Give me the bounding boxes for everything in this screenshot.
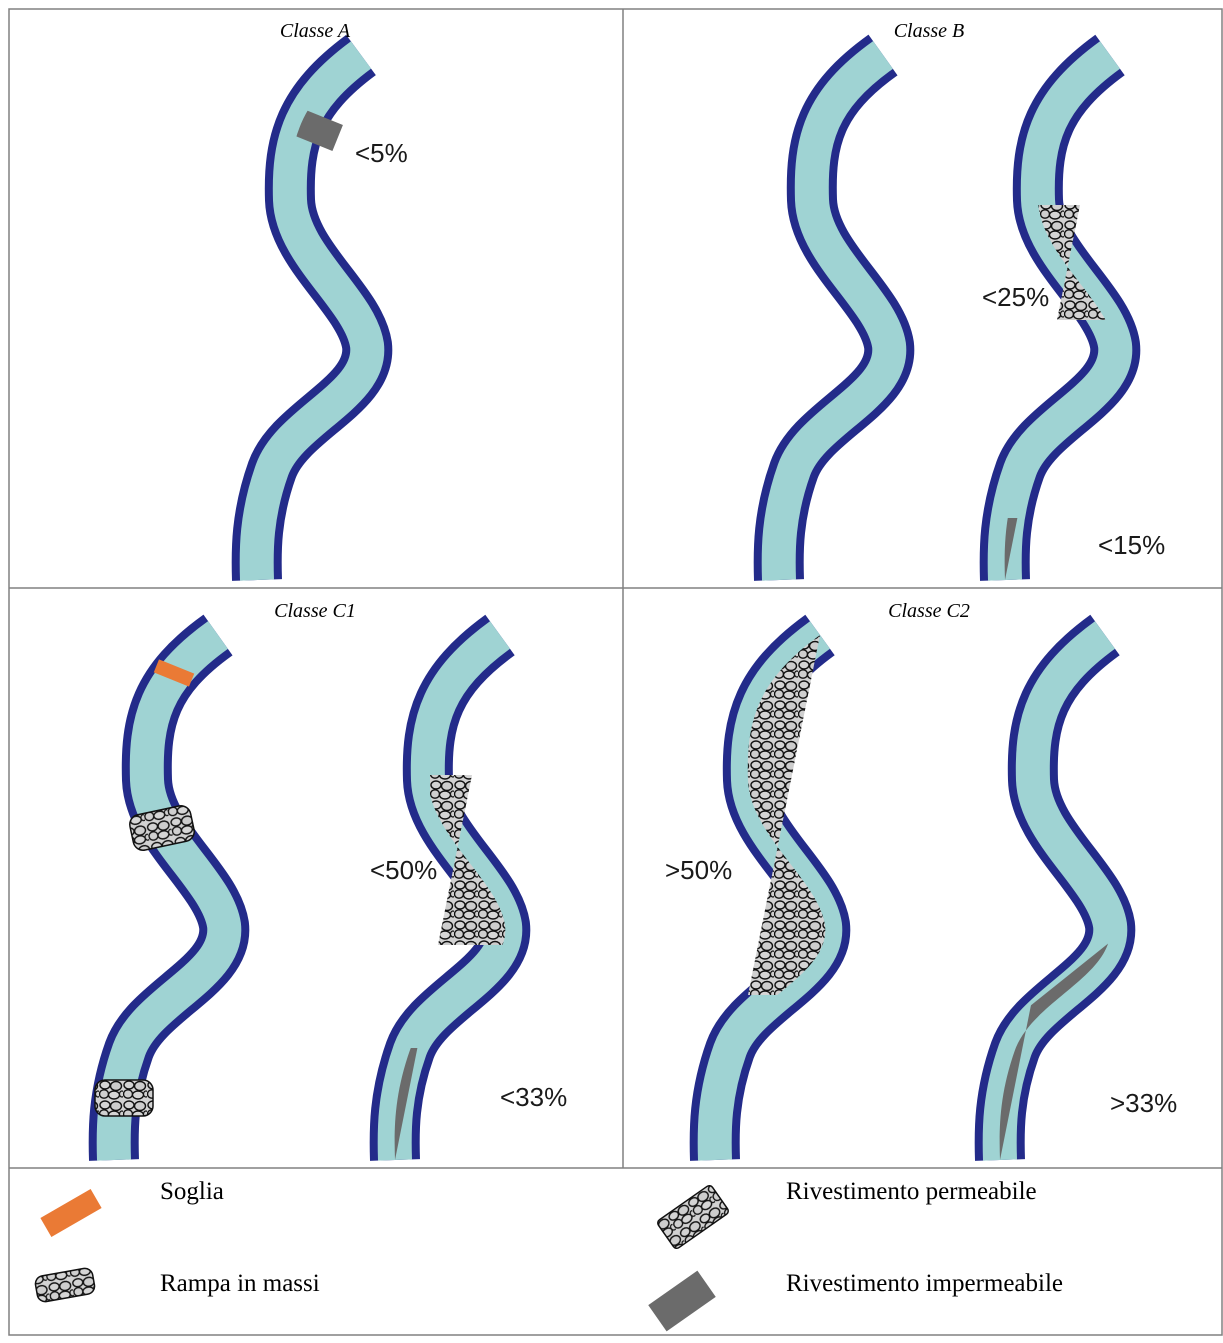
pct-label-a: <5% (355, 138, 408, 168)
river-channel (1000, 635, 1111, 1160)
panel-classe-c1-left-river (95, 635, 224, 1160)
legend-label-permeable: Rivestimento permeabile (786, 1178, 1037, 1205)
pct-label-b-impermeable: <15% (1098, 530, 1166, 560)
pct-label-c2-impermeable: >33% (1110, 1088, 1178, 1118)
pct-label-b-permeable: <25% (982, 282, 1050, 312)
pct-label-c1-permeable: <50% (370, 855, 438, 885)
panel-title-c1: Classe C1 (274, 600, 356, 622)
panel-classe-a (257, 55, 368, 580)
river-channel (779, 55, 890, 580)
legend-label-soglia: Soglia (160, 1178, 224, 1205)
panel-grid (8, 8, 1223, 1336)
panel-classe-c2-left-river (710, 635, 860, 1160)
legend-label-impermeable: Rivestimento impermeabile (786, 1270, 1064, 1297)
pct-label-c2-permeable: >50% (665, 855, 733, 885)
impermeable-lining-icon (648, 1270, 716, 1332)
panel-classe-c2-right-river (975, 635, 1115, 1170)
rampa-icon (34, 1267, 96, 1303)
soglia-icon (40, 1188, 102, 1238)
panel-classe-b-right-river (980, 55, 1140, 588)
pct-label-c1-impermeable: <33% (500, 1082, 568, 1112)
panel-title-c2: Classe C2 (888, 600, 970, 622)
legend-label-rampa: Rampa in massi (160, 1270, 320, 1297)
panel-classe-b (741, 55, 890, 580)
panel-title-a: Classe A (279, 20, 351, 42)
permeable-lining-icon (657, 1184, 729, 1250)
legend (34, 1184, 729, 1332)
panel-title-b: Classe B (893, 20, 965, 42)
rampa-in-massi (94, 805, 195, 1117)
soglia-mark (153, 659, 195, 687)
